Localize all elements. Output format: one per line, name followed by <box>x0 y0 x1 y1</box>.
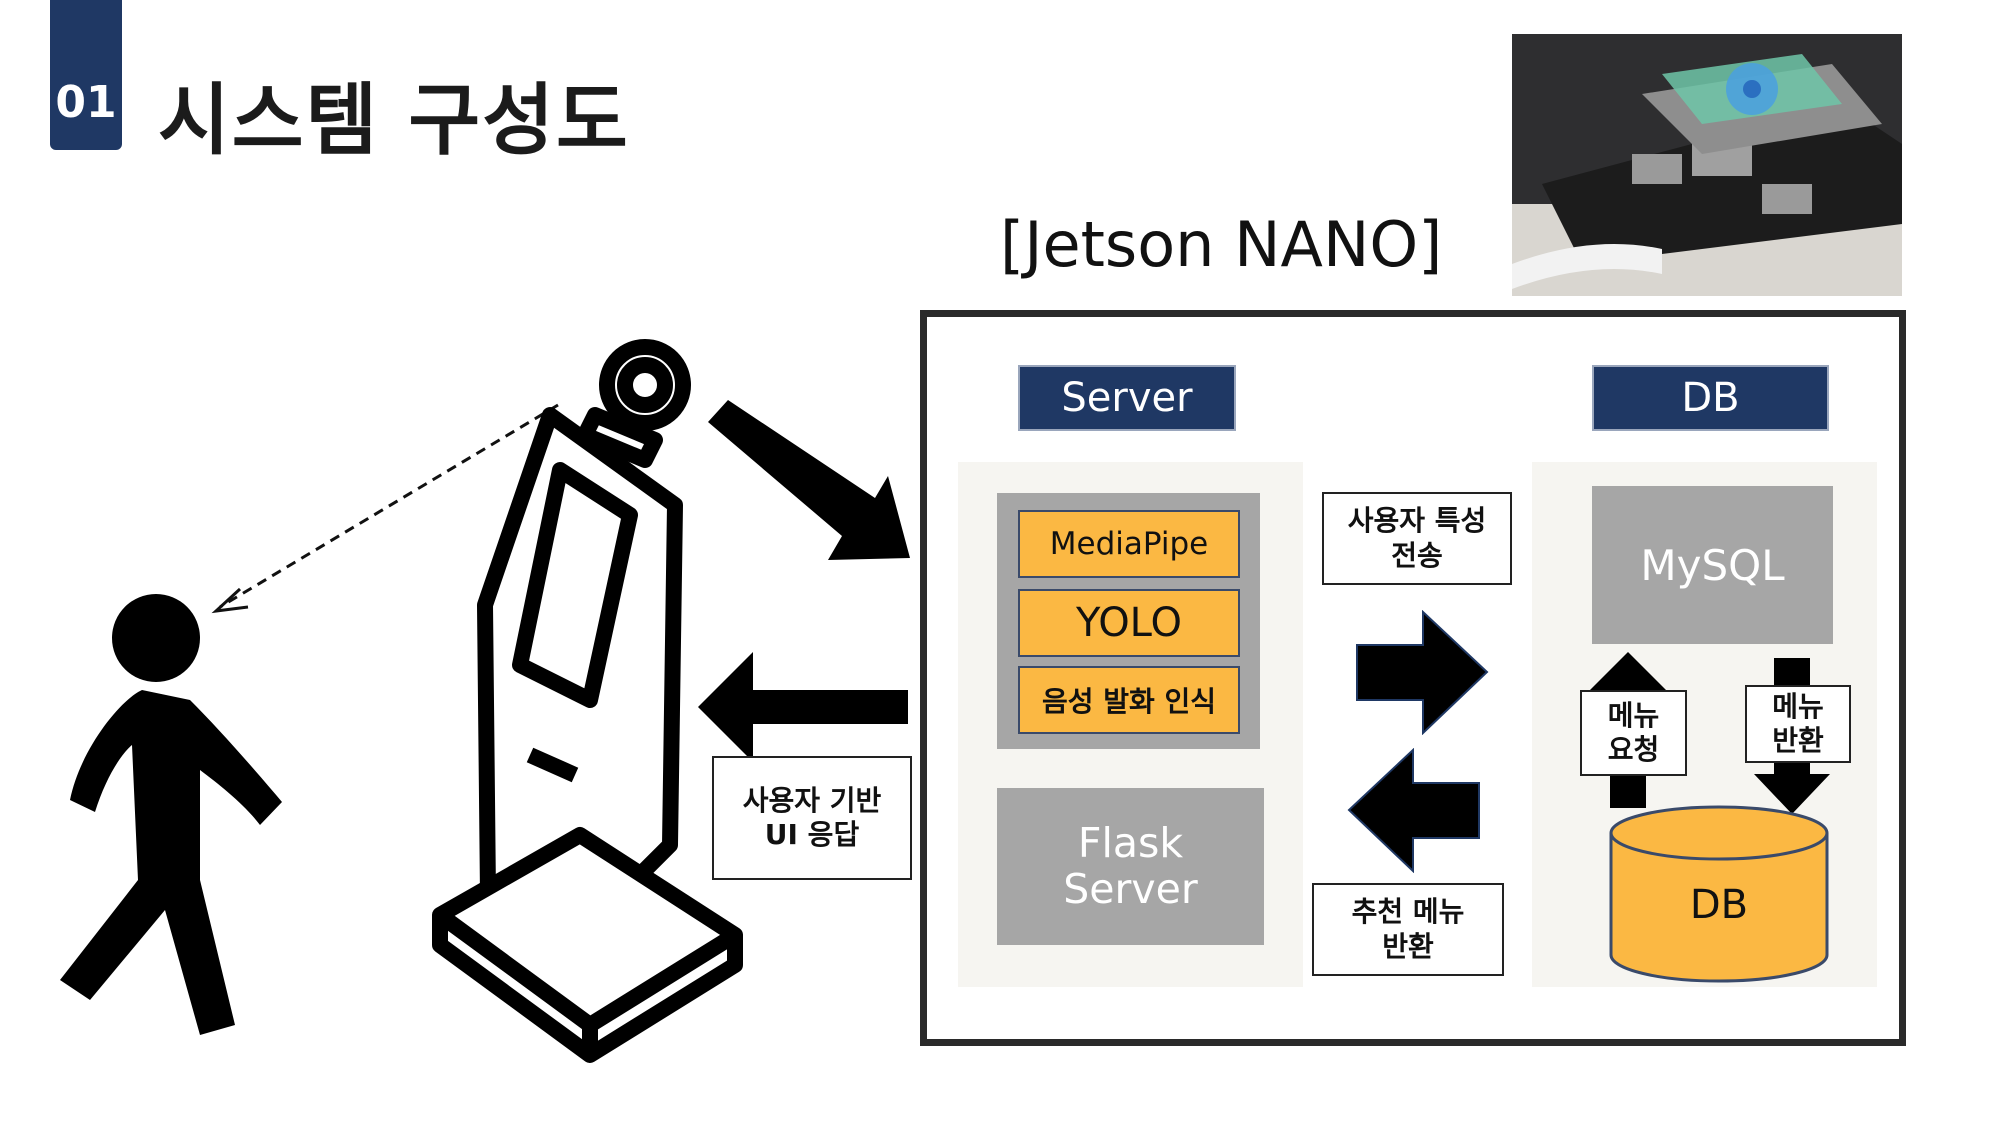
person-icon <box>60 594 282 1035</box>
jetson-board-icon <box>1512 34 1902 296</box>
arrow-to-server-icon <box>708 400 910 560</box>
page-title: 시스템 구성도 <box>158 76 630 166</box>
section-number: 01 <box>50 0 122 150</box>
arrow-to-db-icon <box>1356 610 1489 735</box>
device-label: [Jetson NANO] <box>1000 208 1443 281</box>
camera-sight-line <box>211 403 559 614</box>
yolo-module: YOLO <box>1018 589 1240 657</box>
jetson-nano-photo <box>1512 34 1902 296</box>
server-header: Server <box>1018 365 1236 431</box>
menu-return-label: 메뉴 반환 <box>1745 685 1851 763</box>
menu-request-label: 메뉴 요청 <box>1580 690 1687 776</box>
speech-recognition-module: 음성 발화 인식 <box>1018 666 1240 734</box>
database-cylinder-label: DB <box>1689 882 1749 928</box>
user-feature-label: 사용자 특성 전송 <box>1322 492 1512 585</box>
db-header: DB <box>1592 365 1829 431</box>
mediapipe-module: MediaPipe <box>1018 510 1240 578</box>
mysql-box: MySQL <box>1592 486 1833 644</box>
recommend-menu-label: 추천 메뉴 반환 <box>1312 883 1504 976</box>
arrow-to-server-return-icon <box>1347 748 1480 873</box>
flask-server-box: Flask Server <box>997 788 1264 945</box>
kiosk-icon <box>432 339 743 1063</box>
database-cylinder-icon <box>1609 805 1829 983</box>
ui-response-label: 사용자 기반 UI 응답 <box>712 756 912 880</box>
arrow-to-kiosk-icon <box>698 652 908 762</box>
